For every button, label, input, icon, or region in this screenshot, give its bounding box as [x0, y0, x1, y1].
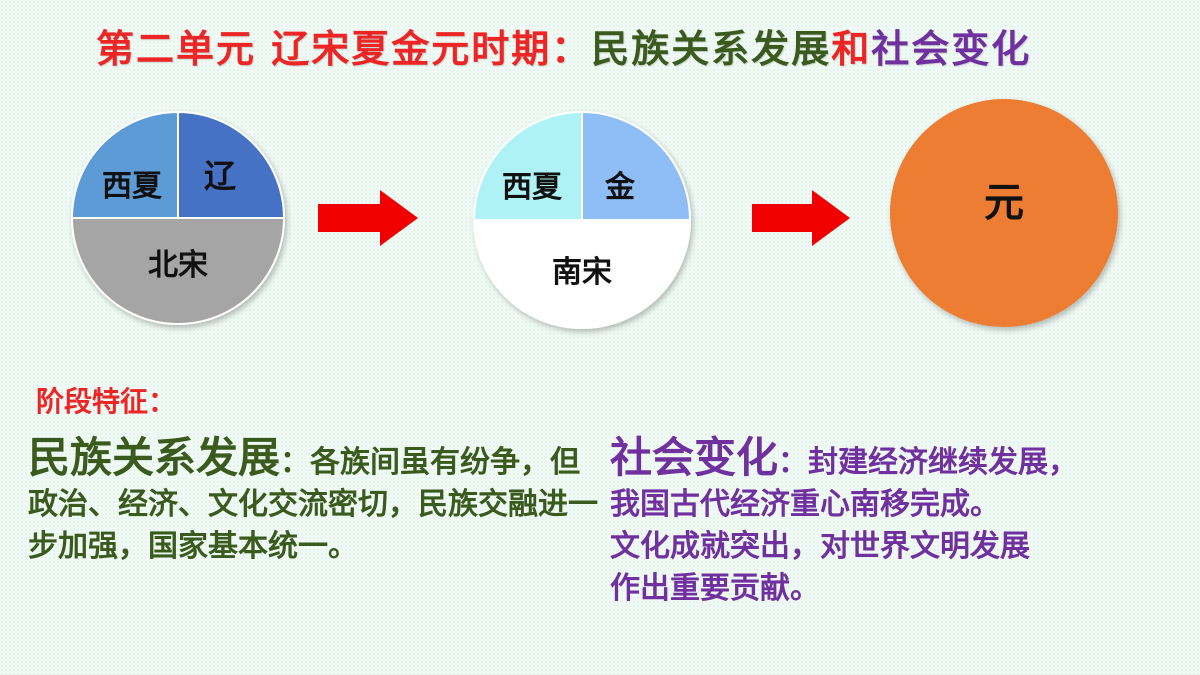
pie2-jin-slice	[581, 110, 692, 221]
pie3-yuan-label: 元	[984, 180, 1024, 226]
title-conjunction: 和	[831, 27, 872, 71]
pie2-jin-label: 金	[604, 170, 636, 205]
pie1-liao-label: 辽	[204, 157, 236, 195]
pie2-nansong-slice	[472, 219, 692, 329]
dynasty-diagram: 西夏 辽 北宋 西夏 金 南宋 元	[70, 99, 1118, 329]
social-change-line2: 我国古代经济重心南移完成。	[610, 487, 1000, 522]
social-change-heading: 社会变化	[610, 433, 779, 482]
ethnic-relations-heading: 民族关系发展	[28, 433, 281, 482]
pie2-nansong-label: 南宋	[552, 255, 612, 290]
pie1-beisong-slice	[70, 217, 286, 325]
page-title: 第二单元 辽宋夏金元时期：民族关系发展和社会变化	[96, 18, 1031, 73]
pie1-beisong-label: 北宋	[148, 248, 208, 283]
title-ethnic: 民族关系发展	[591, 27, 832, 71]
social-change-line1: ：封建经济继续发展，	[778, 445, 1079, 480]
pie1-xixia-slice	[70, 110, 179, 219]
stage-features-label: 阶段特征：	[36, 385, 177, 418]
pie-liao-song-xia	[70, 110, 286, 325]
pie3-yuan-circle	[890, 99, 1118, 327]
arrow-right-1	[318, 190, 418, 246]
pie2-xixia-label: 西夏	[502, 170, 563, 205]
pie-jin-song-xia	[472, 110, 692, 329]
title-society: 社会变化	[871, 27, 1032, 71]
pie1-liao-slice	[177, 110, 286, 219]
pie1-xixia-label: 西夏	[102, 169, 163, 204]
social-change-line3: 文化成就突出，对世界文明发展	[610, 529, 1030, 564]
pie2-xixia-slice	[472, 110, 583, 221]
social-change-line4: 作出重要贡献。	[610, 571, 820, 606]
title-period: 辽宋夏金元时期：	[271, 27, 592, 71]
ethnic-relations-text: ：各族间虽有纷争，但政治、经济、文化交流密切，民族交融进一步加强，国家基本统一。	[28, 445, 598, 564]
title-unit: 第二单元	[96, 27, 257, 71]
ethnic-relations-block: 民族关系发展：各族间虽有纷争，但政治、经济、文化交流密切，民族交融进一步加强，国…	[28, 437, 598, 568]
arrow-right-2	[752, 190, 850, 246]
social-change-block: 社会变化：封建经济继续发展， 我国古代经济重心南移完成。 文化成就突出，对世界文…	[610, 437, 1190, 610]
